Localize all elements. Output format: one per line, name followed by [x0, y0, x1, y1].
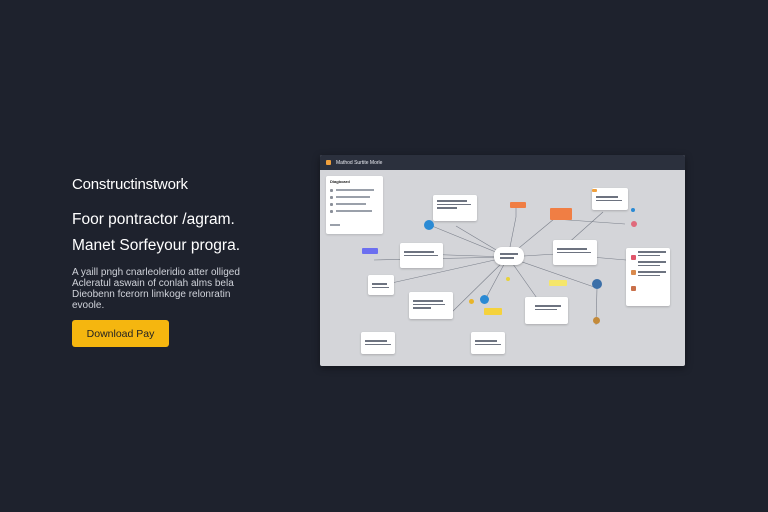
node-icon: [593, 317, 600, 324]
hero-description: A yaill pngh cnarleoleridio atter ollige…: [72, 267, 240, 311]
side-panel-item[interactable]: [330, 188, 374, 192]
node-icon: [631, 208, 635, 212]
diagram-node[interactable]: [525, 297, 568, 324]
download-button[interactable]: Download Pay: [72, 320, 169, 347]
app-titlebar: Mathod Surtite Morle: [320, 155, 685, 170]
item-icon: [330, 202, 333, 206]
side-panel-item[interactable]: [330, 202, 366, 206]
avatar: [631, 255, 636, 260]
status-tag: [550, 208, 572, 220]
side-panel-title: Diagboard: [330, 179, 350, 184]
diagram-node[interactable]: [368, 275, 394, 295]
status-tag: [510, 202, 526, 208]
node-icon: [424, 220, 434, 230]
side-panel-item[interactable]: [330, 209, 372, 213]
status-tag: [549, 280, 567, 286]
headline-line-2: Manet Sorfeyour progra.: [72, 237, 241, 254]
node-icon: [469, 299, 474, 304]
diagram-node[interactable]: [409, 292, 453, 319]
diagram-hub-node[interactable]: [494, 247, 524, 265]
diagram-node[interactable]: [592, 188, 628, 210]
diagram-node[interactable]: [471, 332, 505, 354]
app-title: Mathod Surtite Morle: [336, 159, 383, 166]
item-icon: [330, 195, 333, 199]
node-icon: [592, 279, 602, 289]
hero-section: Constructinstwork Foor pontractor /agram…: [72, 176, 282, 311]
diagram-node[interactable]: [433, 195, 477, 221]
side-panel: Diagboard: [326, 176, 383, 234]
side-panel-item[interactable]: [330, 195, 370, 199]
headline-line-1: Foor pontractor /agram.: [72, 211, 235, 228]
status-tag: [592, 189, 597, 192]
avatar: [631, 270, 636, 275]
item-icon: [330, 209, 333, 213]
node-icon: [506, 277, 510, 281]
diagram-edges: [373, 204, 627, 326]
status-tag: [484, 308, 502, 315]
item-icon: [330, 188, 333, 192]
diagram-node[interactable]: [553, 240, 597, 265]
node-icon: [631, 221, 637, 227]
avatar: [631, 286, 636, 291]
brand-name: Constructinstwork: [72, 176, 188, 193]
node-icon: [480, 295, 489, 304]
status-tag: [362, 248, 378, 254]
app-logo-icon: [326, 160, 331, 165]
diagram-node[interactable]: [400, 243, 443, 268]
diagram-node[interactable]: [361, 332, 395, 354]
app-preview-window: Mathod Surtite Morle Diagboard: [320, 155, 685, 366]
side-panel-item[interactable]: [330, 223, 340, 227]
